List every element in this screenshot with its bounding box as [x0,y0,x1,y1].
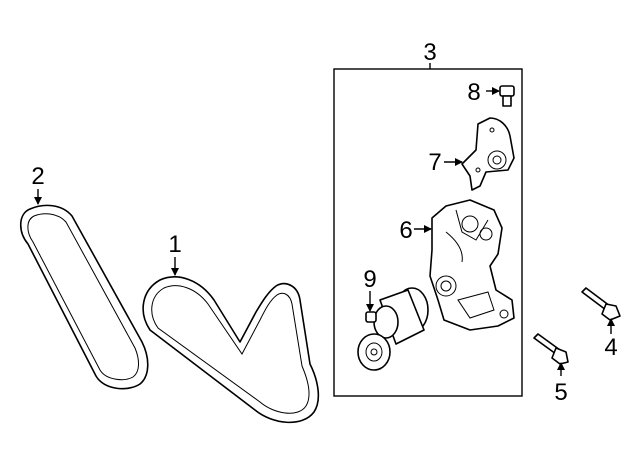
bracket-part-7 [461,117,515,191]
tensioner-pulley-part-9 [357,287,429,371]
bolt-part-5 [533,333,569,365]
tensioner-bracket-part-6 [429,199,515,331]
bolt-part-8 [499,85,515,107]
callout-2-label: 2 [31,163,44,190]
callout-3-label: 3 [423,39,436,66]
tensioner-kit-box-part-3 [333,68,523,397]
belt-serpentine-part-1 [142,276,320,424]
callout-8-label: 8 [467,79,480,106]
callout-6-label: 6 [399,217,412,244]
belt-small-part-2 [19,204,149,390]
callout-1-label: 1 [168,231,181,258]
bolt-part-4 [581,287,621,321]
callout-7-label: 7 [428,149,441,176]
callout-5-label: 5 [554,379,567,406]
callout-9-label: 9 [363,266,376,293]
callout-4-label: 4 [604,334,617,361]
